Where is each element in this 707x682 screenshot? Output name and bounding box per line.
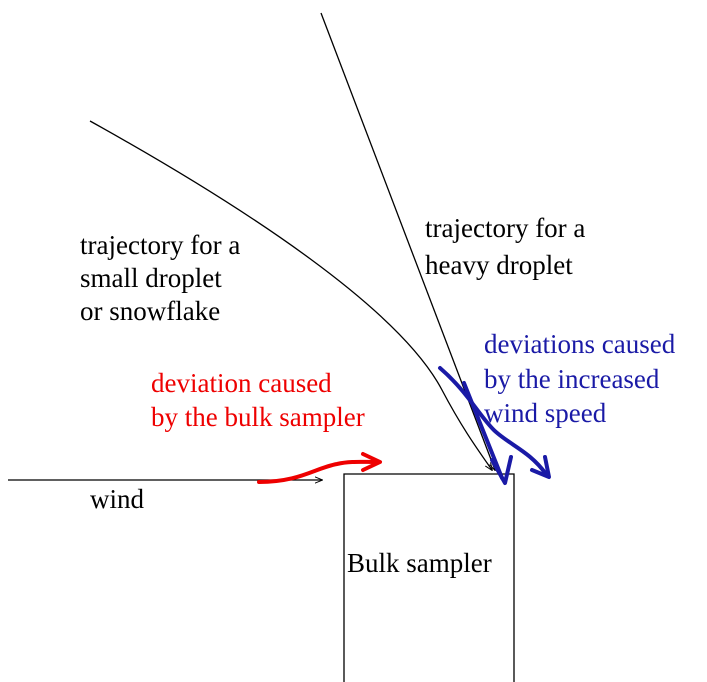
red-deviation-arrow <box>257 452 382 484</box>
small-trajectory-label-line-1: trajectory for a <box>80 230 240 260</box>
red-deviation-label-line-2: by the bulk sampler <box>151 402 365 432</box>
bulk-sampler-box <box>343 473 515 682</box>
small-trajectory-label-line-3: or snowflake <box>80 296 220 326</box>
blue-deviation-label-line-3: wind speed <box>484 398 607 428</box>
blue-deviation-label-line-2: by the increased <box>484 364 660 394</box>
heavy-trajectory-label-line-1: trajectory for a <box>425 213 585 243</box>
wind-label: wind <box>90 484 145 514</box>
small-droplet-trajectory <box>89 120 492 470</box>
blue-deviation-label-line-1: deviations caused <box>484 329 676 359</box>
heavy-trajectory-label-line-2: heavy droplet <box>425 250 573 280</box>
red-deviation-label-line-1: deviation caused <box>151 368 332 398</box>
small-trajectory-label-line-2: small droplet <box>80 263 222 293</box>
blue-deviation-arrows <box>438 366 551 485</box>
bulk-sampler-label: Bulk sampler <box>347 548 492 578</box>
